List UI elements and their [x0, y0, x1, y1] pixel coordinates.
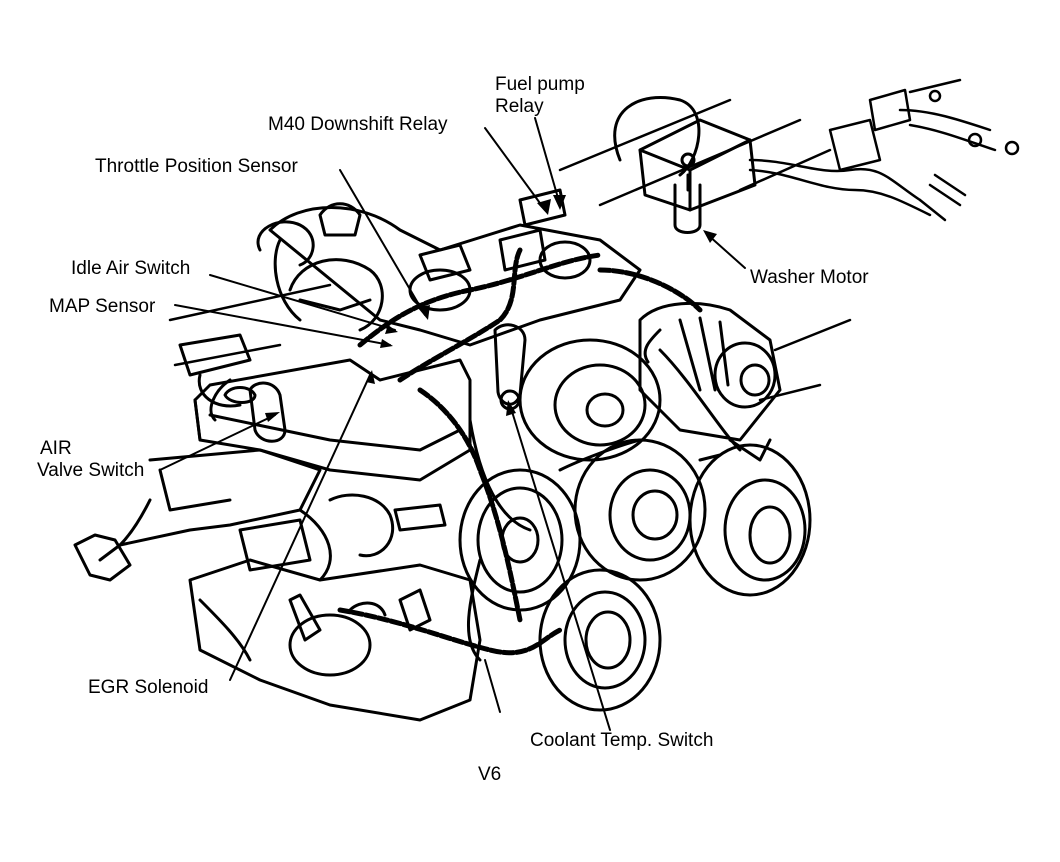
idle-air-switch-label: Idle Air Switch: [71, 258, 191, 279]
diagram-caption: V6: [478, 764, 502, 785]
air-valve-switch-label-line2: Valve Switch: [37, 460, 145, 481]
fuel-pump-relay-label-line2: Relay: [495, 96, 544, 117]
firewall-lines: [168, 98, 852, 402]
valve-cover: [193, 358, 472, 482]
air-valve-switch-label-line1: AIR: [40, 438, 72, 459]
coolant-temp-switch-label: Coolant Temp. Switch: [530, 730, 714, 751]
washer-reservoir: [613, 96, 757, 234]
throttle-position-sensor-label: Throttle Position Sensor: [95, 156, 298, 177]
alternator: [638, 301, 782, 462]
right-harness: [748, 78, 1020, 222]
engine-block: [188, 518, 482, 722]
fuel-pump-relay-label-line1: Fuel pump: [495, 74, 585, 95]
left-accessories: [178, 333, 287, 443]
fuel-pump-relay-label: Fuel pump Relay: [495, 74, 585, 118]
egr-solenoid-label: EGR Solenoid: [88, 677, 209, 698]
intake-manifold: [268, 188, 642, 347]
pulleys: [458, 338, 812, 712]
air-valve-switch-label: AIR Valve Switch: [37, 438, 144, 482]
arrow-heads: [265, 195, 717, 422]
m40-downshift-relay-label: M40 Downshift Relay: [268, 114, 448, 135]
distributor: [256, 220, 384, 332]
exhaust-manifold: [73, 448, 447, 582]
leader-lines: [159, 117, 746, 731]
map-sensor-label: MAP Sensor: [49, 296, 156, 317]
washer-motor-label: Washer Motor: [750, 267, 869, 288]
